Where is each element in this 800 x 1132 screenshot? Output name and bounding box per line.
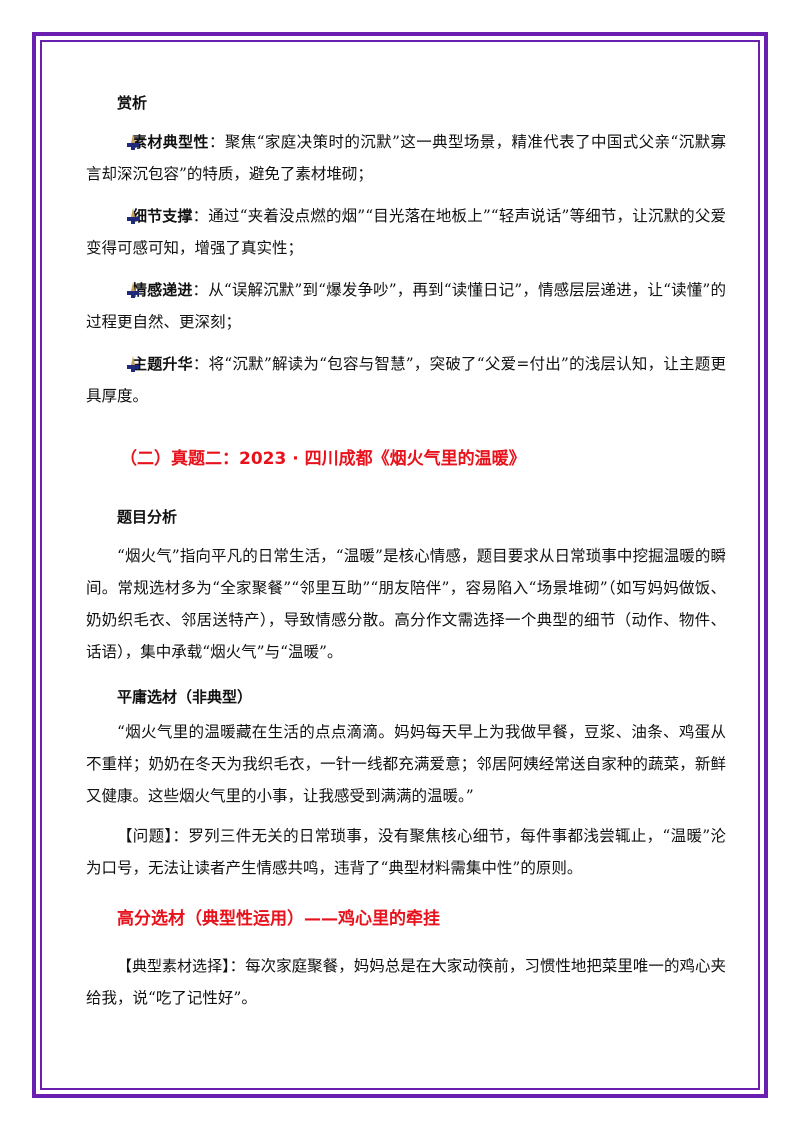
high-score-title: 高分选材（典型性运用）——鸡心里的牵挂	[117, 909, 440, 929]
problem-paragraph: 【问题】：罗列三件无关的日常琐事，没有聚焦核心细节，每件事都浅尝辄止，“温暖”沦…	[86, 827, 726, 877]
page-border-outer	[32, 32, 768, 1098]
item-text: 通过“夹着没点燃的烟”“目光落在地板上”“轻声说话”等细节，让沉默的父爱变得可感…	[86, 207, 726, 257]
item-text: 聚焦“家庭决策时的沉默”这一典型场景，精准代表了中国式父亲“沉默寡言却深沉包容”…	[86, 133, 726, 183]
item-colon: ：	[192, 355, 209, 373]
document-body: 赏析 素材典型性：聚焦“家庭决策时的沉默”这一典型场景，精准代表了中国式父亲“沉…	[86, 92, 726, 1014]
bullet-marker-icon	[127, 208, 139, 224]
item-label: 主题升华	[132, 355, 193, 373]
item-label: 细节支撑	[132, 207, 193, 225]
typical-label: 【典型素材选择】	[117, 957, 230, 975]
item-colon: ：	[208, 133, 225, 151]
appreciation-list: 素材典型性：聚焦“家庭决策时的沉默”这一典型场景，精准代表了中国式父亲“沉默寡言…	[86, 126, 726, 412]
appreciation-item: 主题升华：将“沉默”解读为“包容与智慧”，突破了“父爱=付出”的浅层认知，让主题…	[86, 348, 726, 412]
item-text: 从“误解沉默”到“爆发争吵”，再到“读懂日记”，情感层层递进，让“读懂”的过程更…	[86, 281, 726, 331]
item-label: 素材典型性	[132, 133, 209, 151]
mediocre-heading: 平庸选材（非典型）	[117, 688, 253, 706]
bullet-marker-icon	[127, 356, 139, 372]
bullet-marker-icon	[127, 134, 139, 150]
typical-paragraph: 【典型素材选择】：每次家庭聚餐，妈妈总是在大家动筷前，习惯性地把菜里唯一的鸡心夹…	[86, 950, 726, 1014]
appreciation-item: 细节支撑：通过“夹着没点燃的烟”“目光落在地板上”“轻声说话”等细节，让沉默的父…	[86, 200, 726, 264]
item-colon: ：	[192, 281, 209, 299]
analysis-heading: 题目分析	[117, 508, 178, 526]
mediocre-paragraph: “烟火气里的温暖藏在生活的点点滴滴。妈妈每天早上为我做早餐，豆浆、油条、鸡蛋从不…	[86, 723, 726, 805]
appreciation-item: 情感递进：从“误解沉默”到“爆发争吵”，再到“读懂日记”，情感层层递进，让“读懂…	[86, 274, 726, 338]
appreciation-heading: 赏析	[117, 94, 148, 112]
item-colon: ：	[192, 207, 209, 225]
section-title: （二）真题二：2023 · 四川成都《烟火气里的温暖》	[120, 449, 526, 469]
typical-text: ：每次家庭聚餐，妈妈总是在大家动筷前，习惯性地把菜里唯一的鸡心夹给我，说“吃了记…	[86, 957, 726, 1007]
page-border-inner	[40, 40, 760, 1090]
item-text: 将“沉默”解读为“包容与智慧”，突破了“父爱=付出”的浅层认知，让主题更具厚度。	[86, 355, 726, 405]
analysis-paragraph: “烟火气”指向平凡的日常生活，“温暖”是核心情感，题目要求从日常琐事中挖掘温暖的…	[86, 547, 726, 661]
item-label: 情感递进	[132, 281, 193, 299]
bullet-marker-icon	[127, 282, 139, 298]
appreciation-item: 素材典型性：聚焦“家庭决策时的沉默”这一典型场景，精准代表了中国式父亲“沉默寡言…	[86, 126, 726, 190]
